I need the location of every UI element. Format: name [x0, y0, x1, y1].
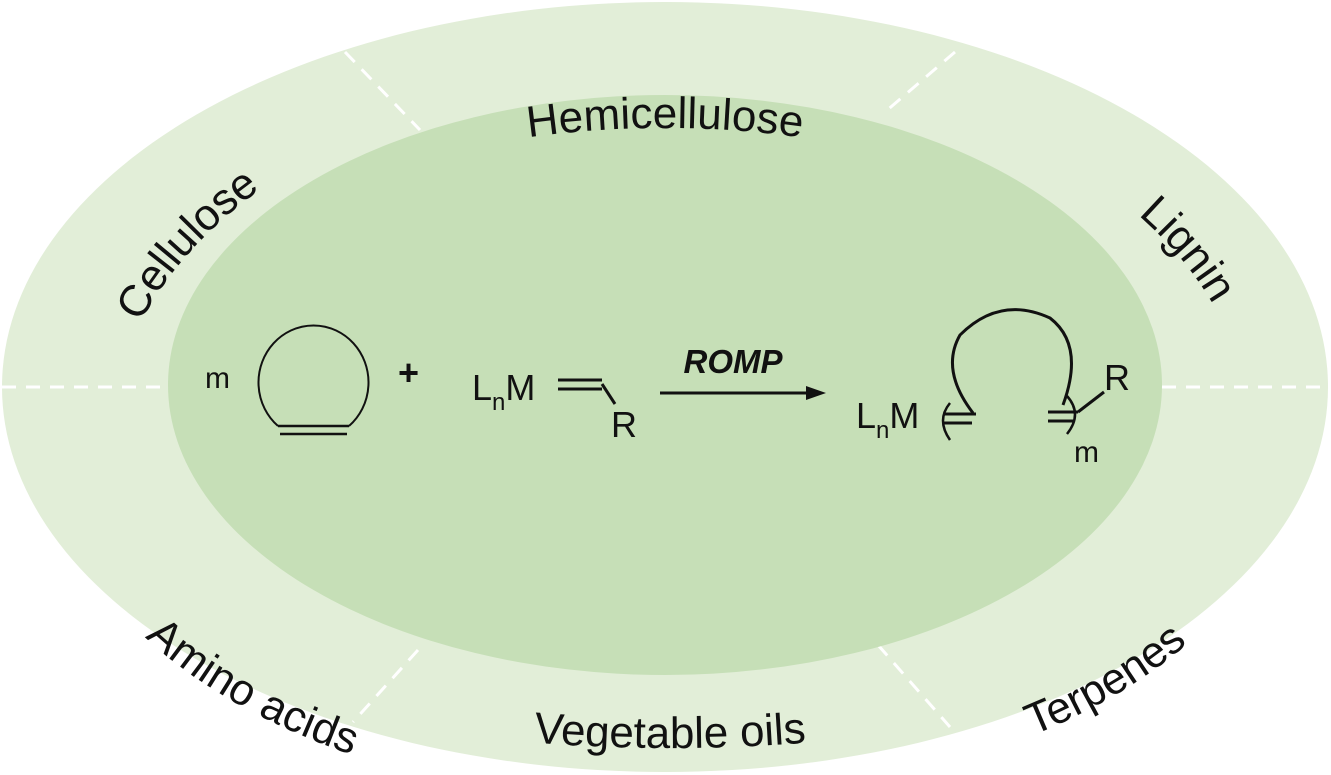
divider-top-right [884, 50, 956, 114]
arrow-label: ROMP [684, 343, 784, 380]
metal-carbene-catalyst: LnM R [472, 367, 637, 445]
monomer-ring-arc [257, 324, 370, 427]
product-ligand-subscript: n [876, 417, 889, 444]
polymer-product: LnM R m [856, 308, 1130, 469]
catalyst-substituent: R [611, 404, 637, 445]
catalyst-formula: LnM [472, 367, 535, 416]
ring-dividers [2, 50, 1331, 728]
catalyst-ligand-subscript: n [492, 389, 505, 416]
arrow-head [806, 386, 826, 400]
label-vegetable-oils: Vegetable oils [533, 704, 807, 758]
product-metal: M [889, 395, 919, 436]
inner-ellipse [168, 95, 1162, 675]
divider-top-left [343, 50, 422, 132]
monomer-coefficient: m [205, 362, 230, 395]
catalyst-bond-to-r [600, 383, 617, 405]
product-backbone-arc [950, 308, 1073, 414]
product-open-bracket [941, 402, 952, 441]
catalyst-metal: M [505, 367, 535, 408]
product-formula: LnM [856, 395, 919, 444]
product-substituent: R [1104, 357, 1130, 398]
reaction-arrow: ROMP [660, 343, 826, 400]
divider-bottom-right [876, 644, 952, 728]
product-bond-to-r [1077, 390, 1105, 414]
label-hemicellulose: Hemicellulose [524, 89, 807, 147]
catalyst-ligand: L [472, 367, 492, 408]
product-close-bracket [1066, 395, 1077, 435]
cyclic-olefin-monomer: m [205, 324, 370, 436]
divider-bottom-left [351, 648, 420, 724]
plus-sign: + [398, 352, 419, 393]
product-repeat-unit: m [1074, 436, 1099, 469]
product-ligand: L [856, 395, 876, 436]
